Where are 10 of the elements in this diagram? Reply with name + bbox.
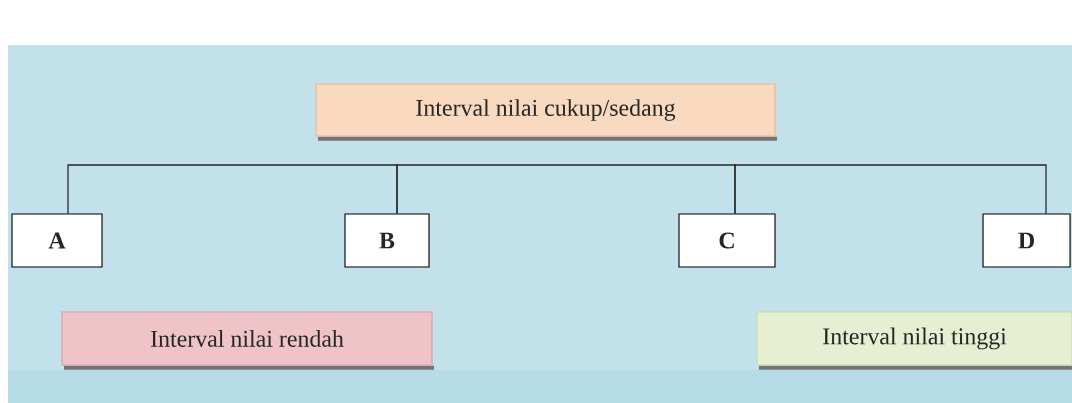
category-box: Interval nilai tinggi <box>756 311 1072 370</box>
letter-box: A <box>11 213 103 268</box>
category-box: Interval nilai rendah <box>61 311 434 370</box>
category-box: Interval nilai cukup/sedang <box>315 83 777 141</box>
letter-box: C <box>678 213 776 268</box>
connector-line <box>396 164 736 215</box>
letter-box: D <box>982 213 1071 268</box>
letter-box: B <box>344 213 430 268</box>
connector-line <box>734 164 1047 215</box>
connector-line <box>67 164 398 215</box>
